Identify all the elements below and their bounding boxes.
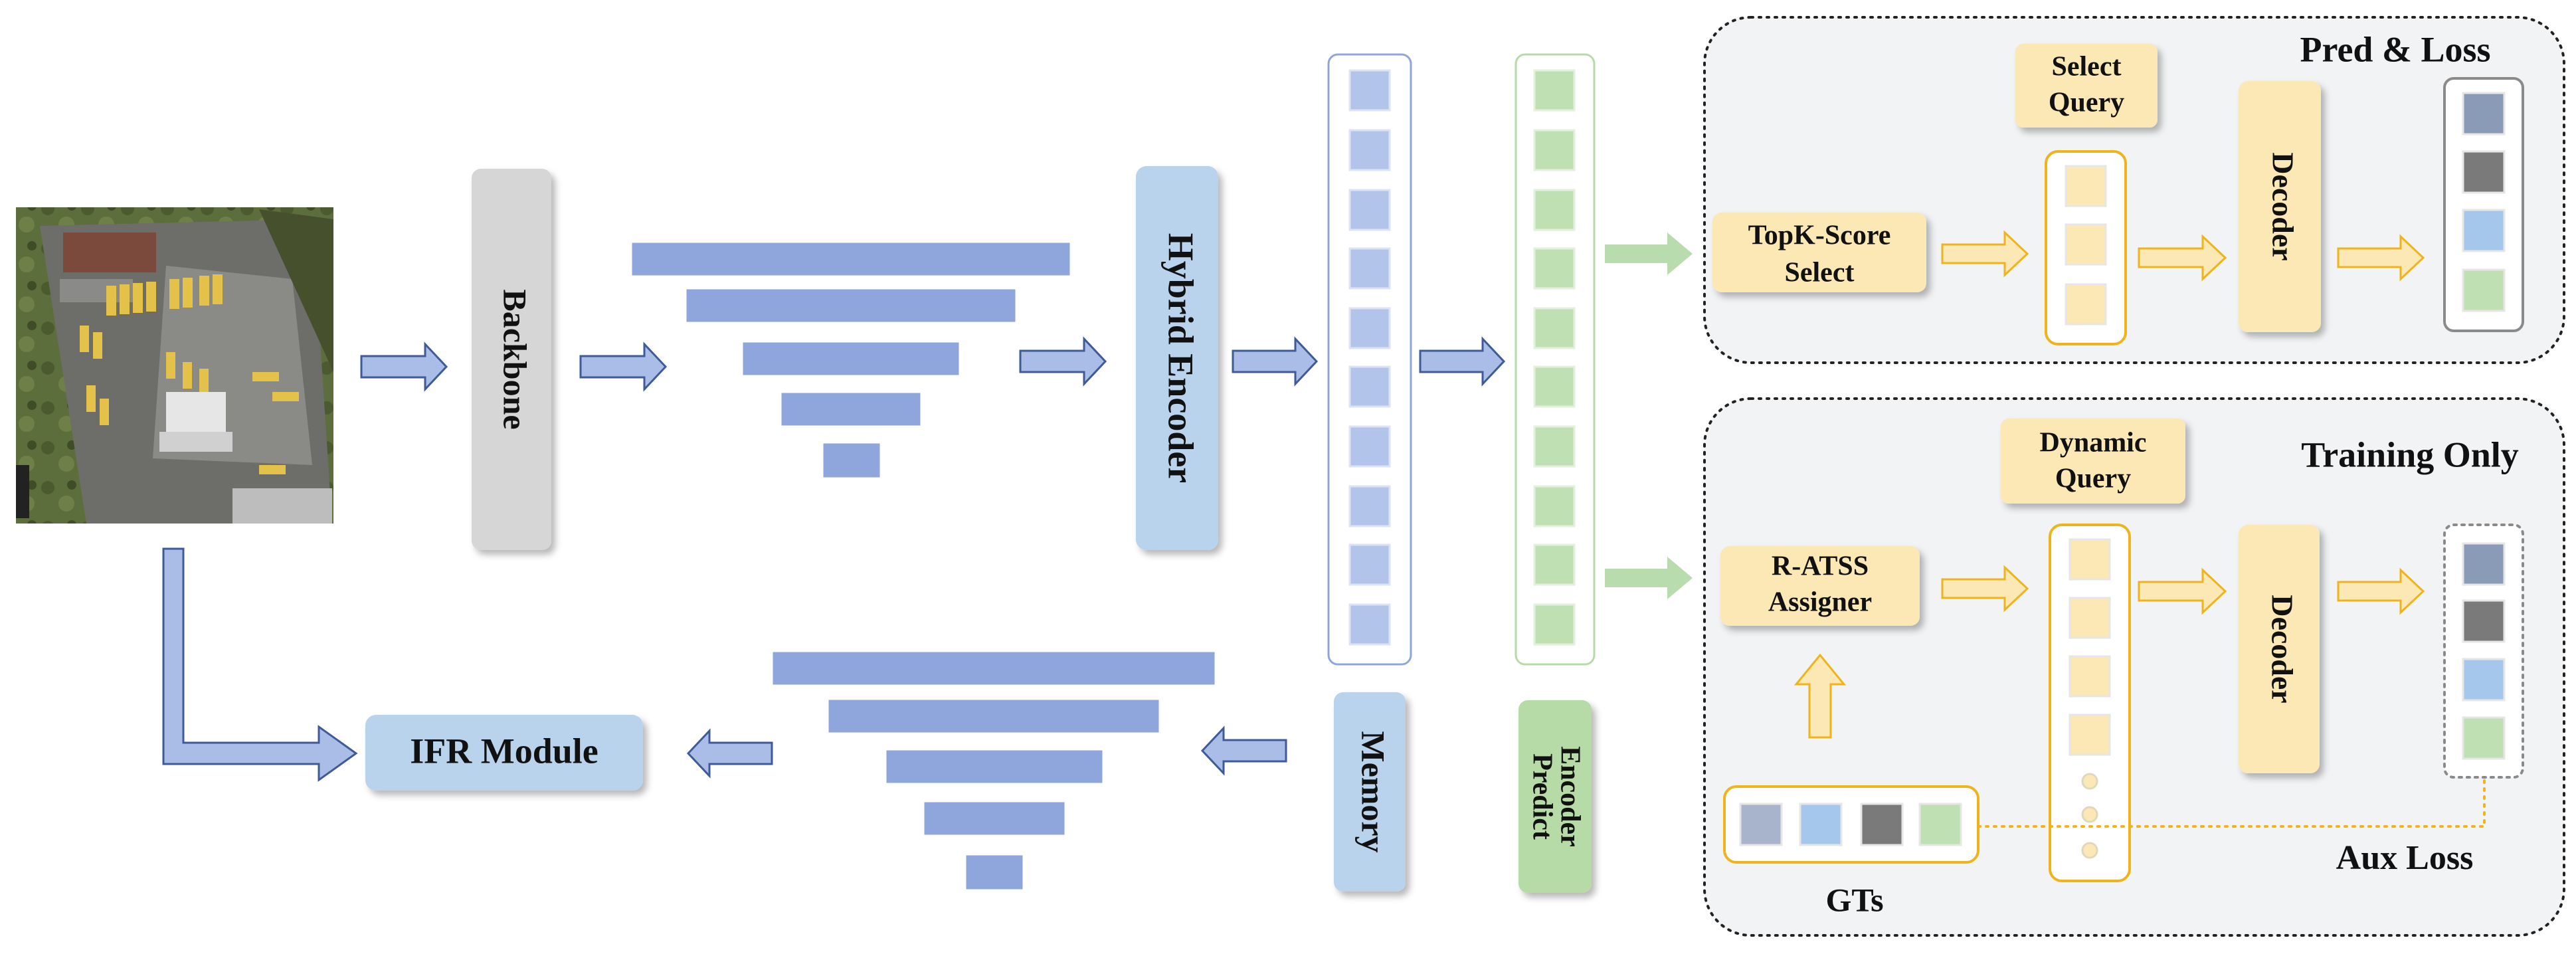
memory-tokens <box>1348 69 1391 646</box>
topk-label-line1: TopK-Score <box>1748 221 1891 251</box>
gts-column <box>1723 785 1979 864</box>
arrow-image-to-ifr <box>162 547 358 782</box>
green-arrows <box>1605 233 1693 599</box>
ellipsis-dots <box>2081 773 2098 859</box>
decoder-top-label: Decoder <box>2266 152 2300 260</box>
pred-loss-label: Pred & Loss <box>2300 29 2490 69</box>
feature-pyramid-top <box>630 240 1072 480</box>
decoder-bottom-label: Decoder <box>2265 595 2299 703</box>
arrow-pyramid-to-encoder <box>1019 336 1107 387</box>
backbone-block <box>472 169 551 550</box>
yellow-arrows-top <box>1941 230 2425 282</box>
gts-label: GTs <box>1825 881 1883 918</box>
bottom-pyramid-level-3 <box>884 748 1105 785</box>
pyramid-level-5 <box>821 441 882 480</box>
aux-output-column <box>2443 524 2524 779</box>
aux-loss-label: Aux Loss <box>2336 839 2474 877</box>
training-only-label: Training Only <box>2301 434 2519 474</box>
topk-score-select-block <box>1712 213 1926 292</box>
select-query-label-line2: Query <box>2049 88 2124 118</box>
prediction-output-tokens <box>2462 92 2506 312</box>
memory-block <box>1334 692 1406 892</box>
pyramid-level-1 <box>630 240 1072 278</box>
aerial-photo-icon <box>16 207 333 524</box>
encoder-predict-label-line2: Predict <box>1526 753 1557 840</box>
dynamic-query-block <box>2001 419 2185 504</box>
selected-query-tokens <box>2065 165 2107 326</box>
encoder-predict-tokens <box>1533 69 1576 646</box>
arrow-memory-to-predict <box>1419 336 1506 387</box>
bottom-pyramid-level-5 <box>964 853 1025 892</box>
ratss-label-line2: Assigner <box>1768 587 1872 618</box>
arrow-backbone-to-pyramid <box>579 341 668 392</box>
arrow-gts-to-assigner <box>1794 653 1847 739</box>
feature-pyramid-bottom <box>771 650 1217 892</box>
arrow-encoder-to-memory <box>1232 336 1319 387</box>
arrow-predict-to-bottom-branch <box>1605 557 1693 599</box>
prediction-output-column <box>2443 77 2524 332</box>
bottom-pyramid-level-2 <box>826 698 1161 735</box>
dynamic-query-tokens <box>2069 538 2111 756</box>
blue-arrows <box>162 336 1506 782</box>
ratss-assigner-block <box>1720 546 1920 626</box>
hybrid-encoder-block <box>1136 166 1218 550</box>
arrow-image-to-backbone <box>360 341 448 392</box>
bottom-pyramid-level-4 <box>922 800 1067 837</box>
topk-label-line2: Select <box>1785 258 1855 288</box>
arrow-predict-to-top-branch <box>1605 233 1693 275</box>
arrow-memory-to-bottom-pyramid <box>1200 725 1287 776</box>
select-query-label-line1: Select <box>2052 52 2122 82</box>
arrow-pyramid-to-ifr <box>686 728 773 779</box>
aux-output-tokens <box>2462 542 2506 760</box>
decoder-bottom-block <box>2239 525 2320 773</box>
encoder-predict-block <box>1518 700 1592 893</box>
dynamic-query-label-line1: Dynamic <box>2040 428 2147 458</box>
bottom-pyramid-level-1 <box>771 650 1217 687</box>
aux-loss-connector <box>1977 777 2486 828</box>
gt-tokens <box>1739 803 1962 846</box>
pyramid-level-2 <box>684 287 1018 324</box>
dynamic-query-label-line2: Query <box>2055 464 2131 494</box>
ifr-module-block <box>365 715 643 791</box>
backbone-label: Backbone <box>497 289 534 429</box>
hybrid-encoder-label: Hybrid Encoder <box>1161 233 1201 484</box>
pyramid-level-4 <box>779 391 923 428</box>
encoder-predict-label-line1: Encoder <box>1554 746 1585 847</box>
pyramid-level-3 <box>741 340 961 377</box>
decoder-top-block <box>2239 81 2321 332</box>
ifr-module-label: IFR Module <box>410 731 598 771</box>
memory-label: Memory <box>1355 731 1392 852</box>
select-query-block <box>2015 44 2158 128</box>
ratss-label-line1: R-ATSS <box>1772 551 1869 582</box>
yellow-arrows-bottom <box>1941 565 2425 615</box>
